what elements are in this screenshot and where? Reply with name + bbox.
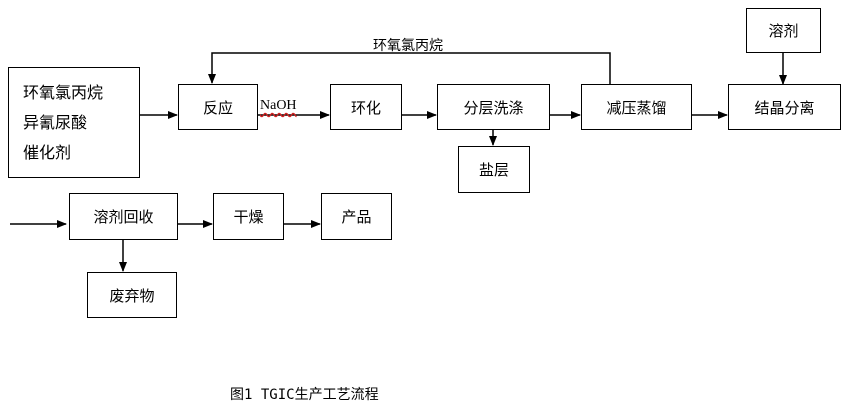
edge-label-naoh: NaOH [260,98,297,113]
figure-caption: 图1 TGIC生产工艺流程 [230,387,379,403]
node-cyclization: 环化 [330,84,402,130]
node-waste: 废弃物 [87,272,177,318]
node-reaction: 反应 [178,84,258,130]
inputs-box: 环氧氯丙烷 异氰尿酸 催化剂 [8,67,140,178]
node-vacuum-distill: 减压蒸馏 [581,84,692,130]
node-product: 产品 [321,193,392,240]
node-solvent: 溶剂 [746,8,821,53]
node-drying: 干燥 [213,193,284,240]
node-salt-layer: 盐层 [458,146,530,193]
node-layer-wash: 分层洗涤 [437,84,550,130]
arrow-recycle-loop [208,52,611,84]
input-isocyanuric-acid: 异氰尿酸 [23,112,88,132]
node-solvent-recovery: 溶剂回收 [69,193,178,240]
input-catalyst: 催化剂 [23,142,72,162]
edge-label-recycle: 环氧氯丙烷 [373,38,443,54]
node-crystallize: 结晶分离 [728,84,841,130]
input-epichlorohydrin: 环氧氯丙烷 [23,82,104,102]
